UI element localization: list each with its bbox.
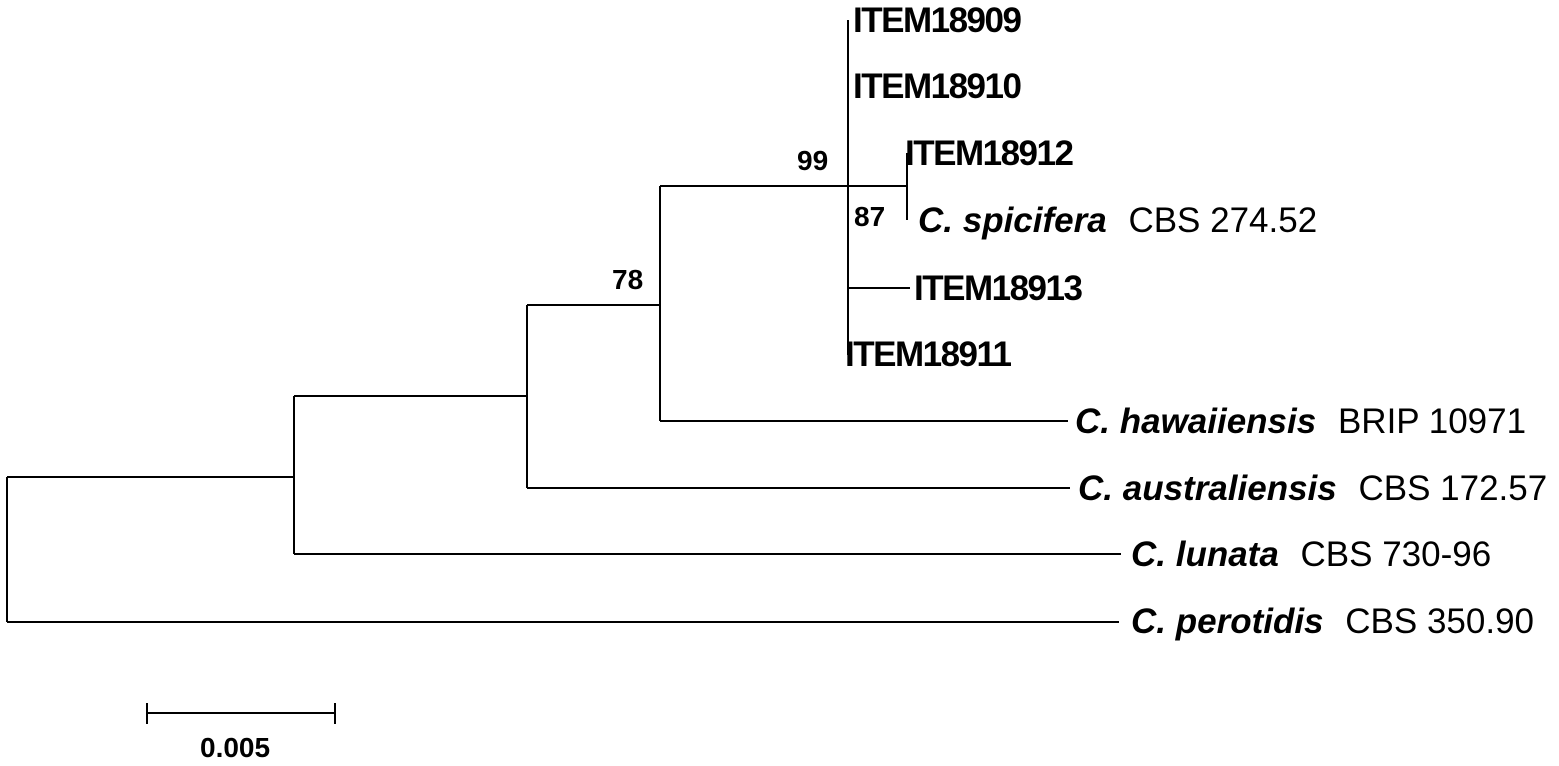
support-value-87: 87 (854, 201, 885, 232)
strain-spicifera: CBS 274.52 (1128, 201, 1317, 240)
leaf-labels: ITEM18909 ITEM18910 ITEM18912 C. spicife… (845, 1, 1547, 641)
strain-hawaiiensis: BRIP 10971 (1338, 402, 1526, 441)
support-value-78: 78 (612, 264, 643, 295)
support-value-99: 99 (797, 145, 828, 176)
leaf-label-item18909: ITEM18909 (853, 1, 1021, 40)
strain-perotidis: CBS 350.90 (1345, 602, 1534, 641)
leaf-label-perotidis: C. perotidis CBS 350.90 (1131, 602, 1534, 641)
leaf-label-item18912: ITEM18912 (905, 134, 1073, 173)
leaf-label-spicifera: C. spicifera CBS 274.52 (918, 201, 1317, 240)
strain-lunata: CBS 730-96 (1301, 535, 1492, 574)
support-values: 99 87 78 (612, 145, 885, 295)
leaf-label-hawaiiensis: C. hawaiiensis BRIP 10971 (1075, 402, 1526, 441)
scale-bar: 0.005 (146, 703, 336, 763)
species-name-australiensis: C. australiensis (1078, 469, 1337, 508)
species-name-lunata: C. lunata (1131, 535, 1279, 574)
scale-bar-label: 0.005 (200, 732, 270, 763)
species-name-hawaiiensis: C. hawaiiensis (1075, 402, 1316, 441)
strain-australiensis: CBS 172.57 (1358, 469, 1547, 508)
leaf-label-item18911: ITEM18911 (845, 335, 1012, 374)
leaf-label-item18910: ITEM18910 (853, 67, 1021, 106)
leaf-label-lunata: C. lunata CBS 730-96 (1131, 535, 1491, 574)
species-name-spicifera: C. spicifera (918, 201, 1107, 240)
leaf-label-item18913: ITEM18913 (914, 269, 1082, 308)
leaf-label-australiensis: C. australiensis CBS 172.57 (1078, 469, 1547, 508)
species-name-perotidis: C. perotidis (1131, 602, 1324, 641)
tree-branches (6, 20, 1121, 623)
